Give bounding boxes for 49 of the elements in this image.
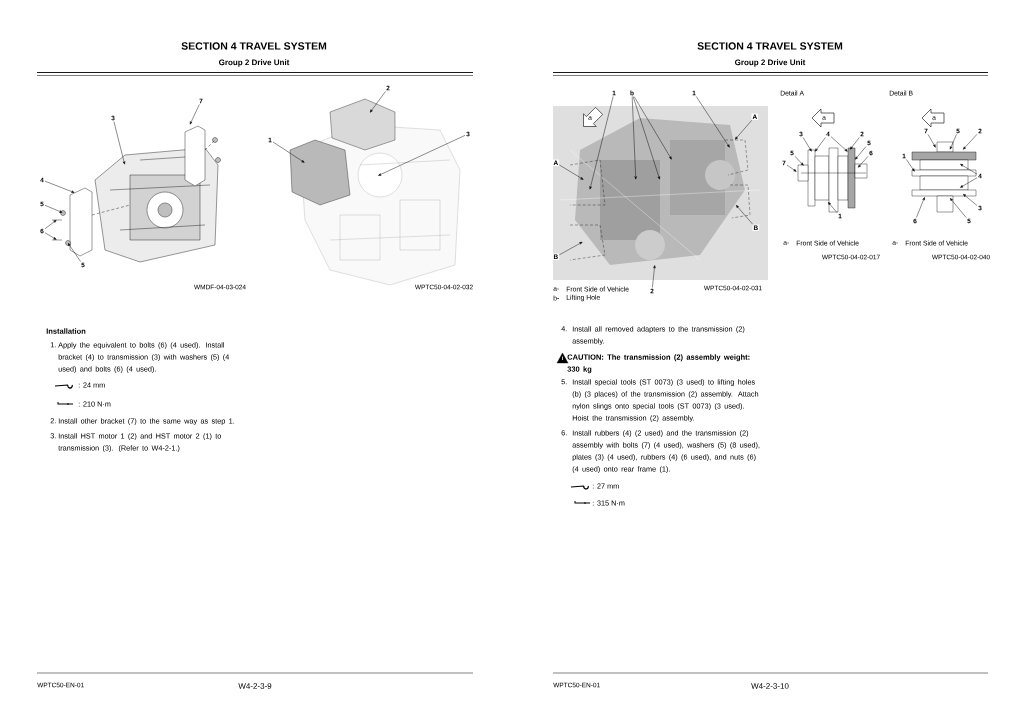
leader-line [927,134,936,148]
group-heading: Group 2 Drive Unit [735,59,806,67]
leader-line [794,156,804,166]
leader-line [589,96,614,190]
section-heading: SECTION 4 TRAVEL SYSTEM [697,42,843,50]
leader-line [855,146,867,160]
leader-line [272,141,305,163]
leader-line [633,96,672,160]
leader-line [736,205,754,225]
leader-line [378,135,466,176]
leader-line [559,241,583,256]
leader-line [44,219,57,229]
leader-line [858,156,869,168]
leader-line [189,104,200,125]
leader-line [960,163,978,175]
transmission-drawing [51,125,221,263]
leader-line [44,232,57,240]
leader-line [950,198,967,218]
mount-drawing [911,141,977,213]
group-heading: Group 2 Drive Unit [219,59,290,67]
leader-line [113,121,126,165]
leader-line [44,180,75,193]
leader-line [652,265,656,288]
leader-line [559,164,584,180]
leader-line [906,159,915,172]
section-heading: SECTION 4 TRAVEL SYSTEM [181,42,327,50]
leader-line [632,96,660,180]
leader-line [828,202,838,213]
leader-line [802,137,812,152]
leader-line [963,134,978,150]
motor-drawing [289,98,461,286]
leader-line [849,137,860,150]
leader-line [814,137,826,152]
leader-line [369,91,386,113]
transmission-photo [553,106,768,280]
leader-line [735,120,753,140]
leader-line [696,96,730,148]
mount-drawing [797,147,868,213]
leader-line [67,243,81,262]
leader-line [949,134,957,150]
leader-line [786,164,797,172]
page-number: W4-2-3-10 [751,683,789,689]
leader-line [960,177,978,188]
leader-line [44,205,63,213]
page-number: W4-2-3-9 [238,683,272,689]
leader-line [631,96,637,180]
leader-line [830,136,848,152]
leader-line [916,197,925,218]
leader-line [963,194,978,206]
